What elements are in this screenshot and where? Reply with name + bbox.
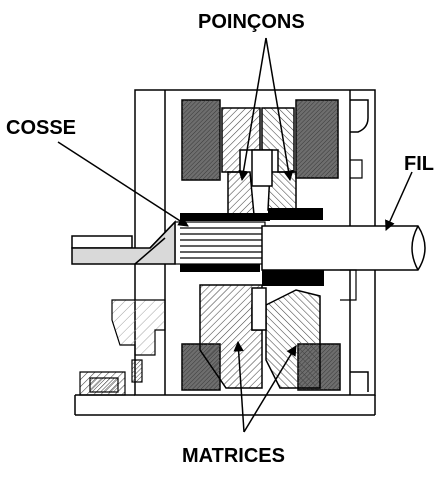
wire-arrow: [385, 171, 413, 231]
terminal-barrel: [174, 221, 266, 265]
leader-arrows: [57, 37, 413, 433]
upper-holder-blocks: [181, 99, 339, 181]
upper-punches: [221, 107, 297, 216]
die-arrow-left: [233, 340, 245, 433]
label-terminal: COSSE: [6, 117, 76, 139]
right-housing-detail: [340, 159, 363, 301]
left-base-structure: [79, 299, 166, 396]
lower-dies: [199, 284, 321, 389]
crimp-insulation-rings: [180, 208, 324, 286]
punch-arrow-left: [238, 37, 267, 182]
terminal-arrow: [57, 141, 189, 227]
die-arrow-right: [243, 345, 297, 433]
wire: [261, 225, 426, 271]
punch-arrow-right: [265, 37, 294, 182]
terminal-tongue: [71, 220, 176, 265]
label-wire: FIL: [404, 153, 434, 175]
label-punches: POINÇONS: [198, 11, 305, 33]
label-dies: MATRICES: [182, 445, 285, 467]
